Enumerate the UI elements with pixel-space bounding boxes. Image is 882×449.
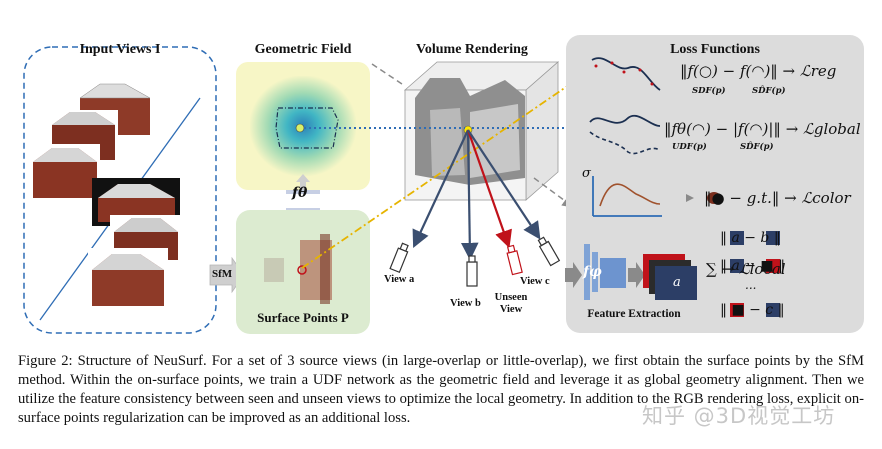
panel-title-feature-extraction: Feature Extraction: [587, 308, 681, 320]
feature-a-label: a: [673, 275, 681, 290]
f-phi-label: fφ: [583, 264, 602, 280]
loss-reg-formula: ‖f(○) − f(◠)‖ → ℒreg: [680, 62, 837, 80]
unseen-view-label: Unseen View: [494, 292, 528, 315]
camera-unseen-icon: [506, 244, 523, 276]
sfm-label: SfM: [212, 268, 233, 280]
camera-a-icon: [389, 242, 409, 274]
f-phi-network: [584, 244, 626, 300]
figure-caption: Figure 2: Structure of NeuSurf. For a se…: [18, 353, 864, 426]
loss-reg-sub2: SD̂F(p): [752, 86, 786, 96]
loss-local-formula: ∑ → ℒlocal: [706, 260, 786, 278]
panel-title-volume-rendering: Volume Rendering: [416, 42, 528, 57]
loss-color-formula: ‖● − g.t.‖ → ℒcolor: [704, 189, 851, 207]
camera-rays: [412, 129, 541, 261]
loss-reg-sub1: SDF(p): [692, 86, 726, 96]
camera-icons: [389, 236, 561, 287]
watermark: 知乎 @3D视觉工坊: [642, 404, 836, 428]
view-a-label: View a: [384, 274, 415, 285]
figure-diagram: Input Views I Geometric Field Volume Ren…: [23, 35, 864, 334]
loss-global-sub2: SD̂F(p): [740, 142, 774, 152]
view-b-label: View b: [450, 298, 481, 309]
loss-local-dots: ...: [745, 278, 757, 292]
view-c-label: View c: [520, 276, 550, 287]
geometric-field-panel: [236, 62, 370, 190]
loss-local-row2: ‖ a − ■ ‖: [720, 258, 786, 274]
loss-local-row1: ‖ a − b ‖: [720, 230, 781, 246]
camera-b-icon: [466, 255, 478, 287]
loss-global-formula: ‖fθ(◠) − |f(◠)|‖ → ℒglobal: [664, 120, 861, 138]
surface-points-panel: [236, 210, 370, 334]
panel-title-loss-functions: Loss Functions: [670, 42, 760, 57]
panel-title-surface-points: Surface Points P: [257, 310, 349, 325]
sigma-axis-label: σ: [582, 166, 591, 181]
panel-title-geometric-field: Geometric Field: [254, 42, 352, 57]
camera-c-icon: [537, 236, 561, 267]
loss-global-sub1: UDF(p): [672, 142, 707, 152]
input-view-thumbnails: [28, 78, 180, 310]
f-theta-label: fθ: [292, 185, 308, 201]
panel-title-input-views: Input Views I: [79, 42, 161, 57]
loss-functions-panel: [565, 35, 864, 333]
loss-local-row3: ‖ ■ − c ‖: [720, 302, 785, 318]
point-cloud: [264, 234, 332, 304]
input-views-panel: [23, 46, 217, 334]
